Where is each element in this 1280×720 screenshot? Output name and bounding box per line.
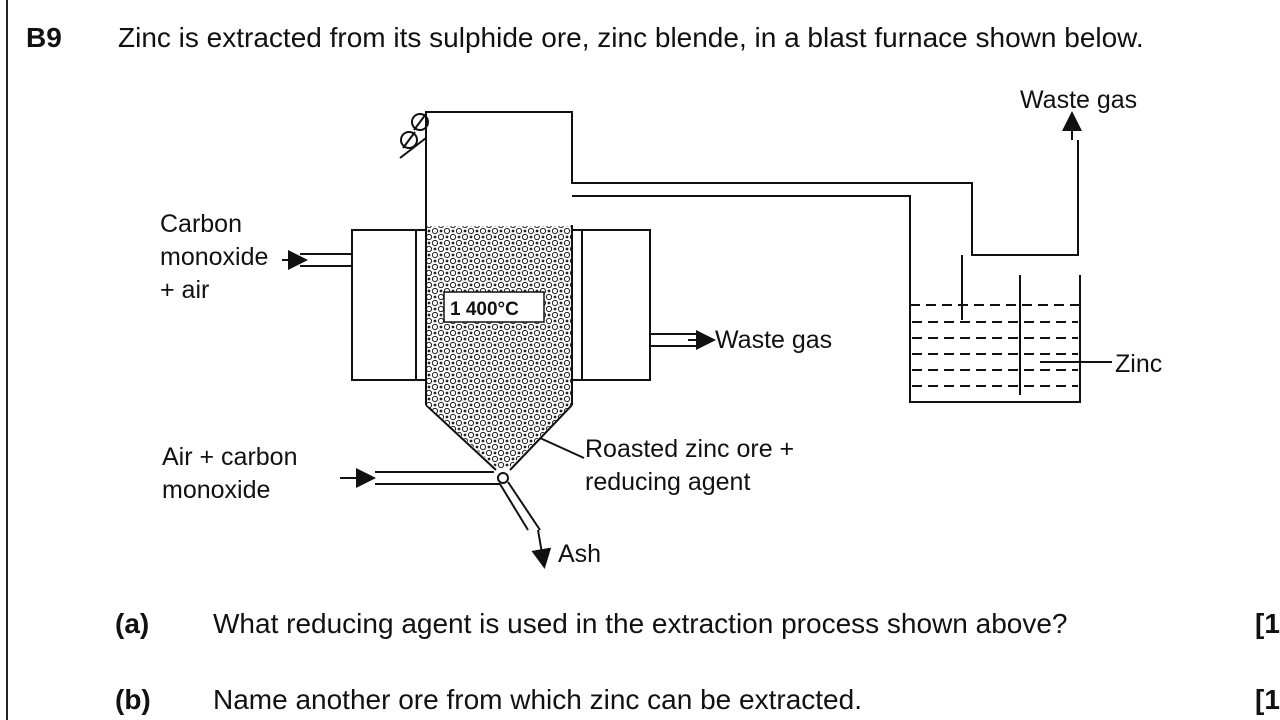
part-a-marks: [1 bbox=[1255, 608, 1280, 639]
label-roasted-2: reducing agent bbox=[585, 468, 750, 496]
label-co-air-2: monoxide bbox=[160, 243, 268, 271]
question-stem: Zinc is extracted from its sulphide ore,… bbox=[118, 22, 1144, 53]
page-border bbox=[6, 0, 1276, 720]
label-waste-gas-side: Waste gas bbox=[715, 326, 832, 354]
part-a-label: (a) bbox=[115, 608, 150, 639]
temperature-box bbox=[443, 291, 545, 323]
furnace-body bbox=[300, 111, 1081, 531]
part-b-label: (b) bbox=[115, 684, 151, 715]
label-waste-gas-top: Waste gas bbox=[1020, 86, 1137, 114]
blast-furnace-diagram: 1 400°C Waste gas Carbon monoxide + air … bbox=[160, 86, 1162, 569]
label-co-air-1: Carbon bbox=[160, 210, 242, 238]
label-zinc: Zinc bbox=[1115, 350, 1162, 378]
question-number: B9 bbox=[26, 22, 62, 53]
label-air-co-1: Air + carbon bbox=[162, 443, 298, 471]
flow-arrows bbox=[282, 111, 1082, 569]
condenser-tank bbox=[910, 255, 1112, 395]
temperature-label: 1 400°C bbox=[450, 299, 519, 320]
label-co-air-3: + air bbox=[160, 276, 209, 304]
part-b-marks: [1 bbox=[1255, 684, 1280, 715]
part-b-text: Name another ore from which zinc can be … bbox=[213, 684, 862, 715]
label-ash: Ash bbox=[558, 540, 601, 568]
label-air-co-2: monoxide bbox=[162, 476, 270, 504]
furnace-charge bbox=[427, 226, 571, 468]
part-a-text: What reducing agent is used in the extra… bbox=[213, 608, 1068, 639]
label-roasted-1: Roasted zinc ore + bbox=[585, 435, 794, 463]
